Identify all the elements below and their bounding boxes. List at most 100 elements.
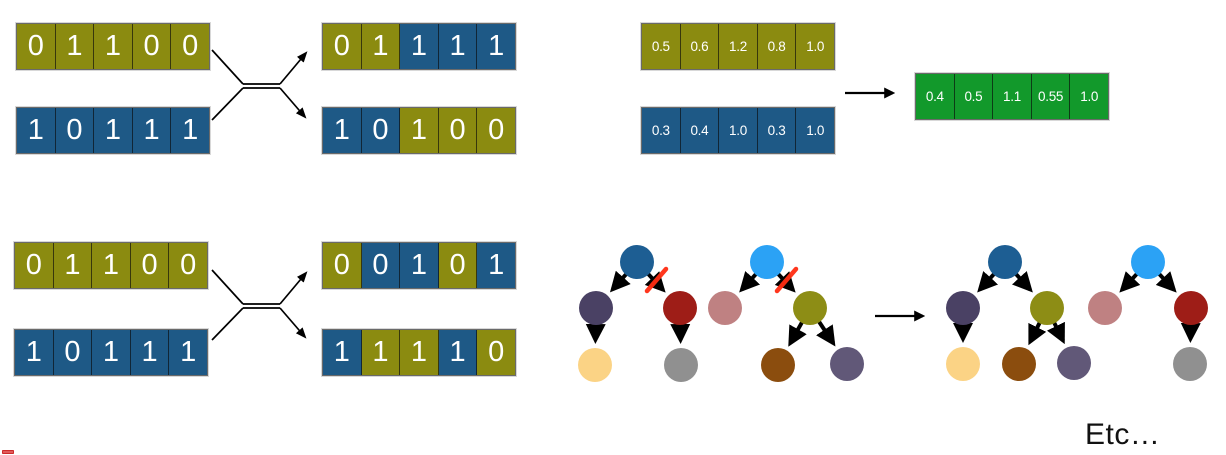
gene-cell-blue: 0: [361, 108, 401, 153]
cut-mark-tree-2: [774, 266, 799, 294]
gene-cell-blue: 1: [132, 108, 172, 153]
gene-cell-olive: 1.2: [719, 24, 758, 69]
tree-edge: [977, 270, 999, 293]
gene-cell-olive: 1.0: [796, 24, 834, 69]
child-tree-1-node-olive-node: [1030, 291, 1064, 325]
gene-cell-blue: 0.4: [680, 108, 720, 153]
gene-cell-olive: 1: [55, 24, 95, 69]
gene-cell-olive: 0: [17, 24, 56, 69]
tree-edge: [739, 270, 761, 293]
etc-label: Etc…: [1085, 418, 1161, 451]
child-tree-2-node-red: [1174, 291, 1208, 325]
gene-cell-olive: 1: [400, 330, 439, 375]
gene-cell-olive: 1: [92, 243, 131, 288]
parent-tree-1-node-gray: [664, 348, 698, 382]
tree-edge: [788, 320, 807, 347]
gene-cell-blue: 1: [400, 243, 439, 288]
gene-cell-green: 0.55: [1031, 74, 1071, 119]
child-tree-1-node-brown: [1002, 347, 1036, 381]
gene-cell-olive: 0: [323, 24, 362, 69]
gene-cell-olive: 0.6: [680, 24, 720, 69]
child-tree-1-node-yellow: [946, 347, 980, 381]
gene-cell-blue: 0: [361, 243, 401, 288]
tree-edge: [1011, 270, 1033, 293]
crossover-symbol-bottom: [211, 269, 308, 341]
parent-tree-1-node-purple: [579, 291, 613, 325]
gene-cell-blue: 1: [171, 108, 209, 153]
parent-tree-2-node-brown: [761, 348, 795, 382]
tree-edge: [816, 320, 836, 347]
gene-cell-blue: 1: [477, 243, 515, 288]
gene-cell-blue: 0.3: [757, 108, 797, 153]
gene-cell-olive: 0: [438, 108, 478, 153]
gene-cell-blue: 1: [438, 24, 478, 69]
gene-cell-olive: 0: [169, 243, 207, 288]
child-tree-1-node-purple: [946, 291, 980, 325]
gene-cell-blue: 1: [130, 330, 170, 375]
gene-cell-olive: 0.8: [757, 24, 797, 69]
gene-cell-blue: 0: [53, 330, 93, 375]
gene-cell-green: 0.4: [916, 74, 955, 119]
child-tree-2-node-tree-lightblue: [1131, 245, 1165, 279]
gene-cell-blue: 1: [477, 24, 515, 69]
gene-cell-blue: 1: [323, 108, 362, 153]
gene-cell-blue: 1: [400, 24, 439, 69]
tree-edge: [609, 270, 631, 293]
gene-cell-blue: 0: [55, 108, 95, 153]
gene-cell-olive: 1: [361, 330, 401, 375]
tree-edge: [1046, 321, 1065, 345]
child-tree-1-node-violet: [1057, 346, 1091, 380]
gene-cell-blue: 1: [323, 330, 362, 375]
parent-tree-2-node-rose: [708, 291, 742, 325]
gene-cell-blue: 0.3: [642, 108, 681, 153]
gene-cell-olive: 0: [477, 330, 515, 375]
tree-edge: [1119, 271, 1141, 293]
gene-cell-olive: 0: [130, 243, 170, 288]
gene-cell-blue: 1: [15, 330, 54, 375]
gene-cell-blue: 1: [169, 330, 207, 375]
gene-cell-olive: 0.5: [642, 24, 681, 69]
gene-cell-blue: 1: [94, 108, 133, 153]
gene-cell-olive: 1: [361, 24, 401, 69]
gene-cell-olive: 1: [400, 108, 439, 153]
gene-cell-blue: 1: [92, 330, 131, 375]
gene-cell-blue: 1.0: [719, 108, 758, 153]
gene-cell-olive: 0: [132, 24, 172, 69]
parent-tree-2-node-tree-lightblue: [750, 245, 784, 279]
tree-edge: [1028, 321, 1047, 346]
tree-edge: [1155, 271, 1177, 293]
gene-cell-olive: 1: [94, 24, 133, 69]
gene-cell-olive: 0: [438, 243, 478, 288]
gene-cell-olive: 0: [477, 108, 515, 153]
gene-cell-olive: 0: [15, 243, 54, 288]
gene-cell-olive: 0: [323, 243, 362, 288]
parent-tree-1-node-tree-blue: [620, 245, 654, 279]
gene-cell-green: 1.1: [993, 74, 1032, 119]
parent-tree-1-node-red: [663, 291, 697, 325]
gene-cell-green: 0.5: [954, 74, 994, 119]
gene-cell-blue: 1: [438, 330, 478, 375]
red-artifact: [2, 450, 14, 454]
child-tree-2-node-rose: [1088, 291, 1122, 325]
parent-tree-2-node-violet: [830, 347, 864, 381]
gene-cell-blue: 1: [17, 108, 56, 153]
child-tree-2-node-gray: [1173, 347, 1207, 381]
gene-cell-blue: 1.0: [796, 108, 834, 153]
crossover-symbol-top: [211, 49, 308, 121]
parent-tree-2-node-olive-node: [793, 291, 827, 325]
parent-tree-1-node-yellow: [578, 348, 612, 382]
gene-cell-olive: 1: [53, 243, 93, 288]
gene-cell-green: 1.0: [1070, 74, 1108, 119]
